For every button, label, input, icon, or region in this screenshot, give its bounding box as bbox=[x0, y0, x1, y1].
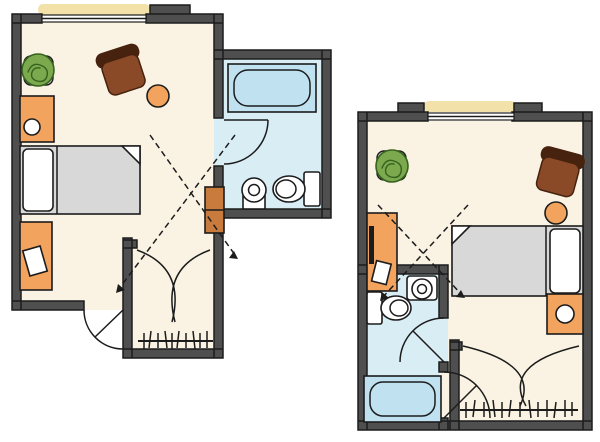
entry-door-threshold bbox=[84, 301, 123, 310]
toilet-bowl bbox=[272, 175, 306, 203]
sink bbox=[241, 177, 267, 210]
toilet-tank bbox=[366, 291, 383, 325]
entry-door bbox=[83, 309, 124, 350]
chair-seat bbox=[535, 156, 580, 198]
stool bbox=[146, 84, 170, 108]
hanging-clothes bbox=[465, 399, 573, 419]
bathtub-inner bbox=[233, 69, 311, 107]
door-swing-arc bbox=[399, 317, 445, 363]
toilet-bowl bbox=[380, 295, 412, 321]
hanging-clothes bbox=[143, 330, 208, 350]
monitor bbox=[369, 226, 374, 264]
walls bbox=[357, 102, 593, 431]
toilet-bowl-inner bbox=[389, 299, 409, 317]
dresser-top bbox=[19, 95, 55, 143]
entry-door-threshold bbox=[439, 372, 448, 418]
sight-line-arrow bbox=[116, 284, 125, 293]
closet-door-swing-right bbox=[519, 345, 580, 407]
right-room bbox=[357, 101, 593, 431]
pillow bbox=[22, 148, 54, 212]
toilet-tank bbox=[303, 171, 321, 207]
sink-drain bbox=[247, 183, 261, 197]
toilet-bowl-inner bbox=[275, 179, 297, 199]
bathroom-door-threshold bbox=[214, 118, 223, 166]
bed bbox=[451, 225, 584, 297]
window-glow bbox=[424, 101, 516, 112]
lamp bbox=[555, 304, 575, 324]
bathtub bbox=[363, 375, 442, 423]
closet-door-swing-left bbox=[136, 249, 176, 323]
office-chair bbox=[95, 43, 146, 96]
sink-bowl bbox=[241, 177, 267, 203]
plant-leaves bbox=[381, 159, 403, 179]
stool bbox=[544, 201, 568, 225]
bathroom-door bbox=[399, 317, 445, 363]
bathroom-door-threshold bbox=[439, 318, 448, 362]
closet-door-swing-left bbox=[462, 345, 525, 407]
bathroom-door bbox=[223, 119, 269, 165]
sink-bowl bbox=[411, 278, 433, 300]
blanket-fold bbox=[120, 145, 141, 166]
bed bbox=[19, 145, 141, 215]
closet-floor bbox=[128, 244, 218, 352]
bathtub-outer bbox=[227, 63, 317, 113]
nightstand bbox=[546, 293, 584, 335]
door-swing-arc bbox=[223, 119, 269, 165]
lamp bbox=[23, 118, 41, 136]
sight-line-arrow bbox=[456, 290, 465, 298]
side-table bbox=[19, 221, 53, 291]
door-swing-arc bbox=[83, 309, 124, 350]
paper bbox=[370, 259, 393, 286]
chair-seat bbox=[101, 53, 146, 96]
left-room bbox=[11, 4, 332, 359]
closet-door-swing-right bbox=[171, 249, 211, 323]
toilet bbox=[366, 291, 412, 325]
plant bbox=[21, 53, 55, 87]
dresser bbox=[19, 95, 55, 143]
office-chair bbox=[535, 146, 585, 198]
sight-lines bbox=[117, 134, 236, 291]
bathtub-inner bbox=[369, 381, 436, 417]
magazine bbox=[21, 245, 49, 277]
bathtub bbox=[227, 63, 317, 113]
pillow bbox=[549, 228, 581, 294]
sight-line-arrow bbox=[380, 292, 389, 301]
plant bbox=[375, 149, 409, 183]
sight-line-arrow bbox=[229, 251, 238, 259]
blanket-fold bbox=[451, 225, 472, 246]
sink-drain bbox=[416, 283, 428, 295]
sight-lines bbox=[377, 204, 469, 299]
toilet bbox=[272, 171, 321, 207]
door-leaf bbox=[443, 384, 478, 419]
door-leaf bbox=[412, 330, 445, 363]
wardrobe-cabinet bbox=[204, 186, 225, 234]
plant-leaves bbox=[27, 63, 49, 83]
bathtub-outer bbox=[363, 375, 442, 423]
sink bbox=[406, 275, 438, 301]
window-glow bbox=[38, 4, 150, 15]
door-leaf bbox=[94, 309, 124, 338]
desk bbox=[366, 212, 398, 292]
